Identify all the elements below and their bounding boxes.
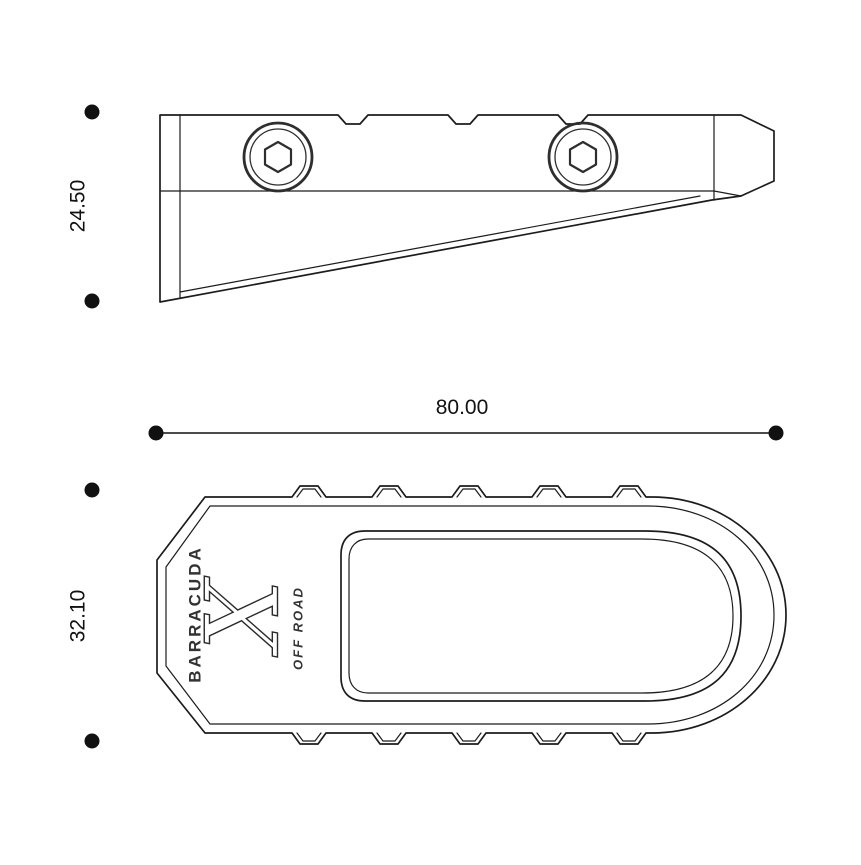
footpeg-inner-outline bbox=[165, 505, 775, 725]
dimension-dot bbox=[84, 104, 100, 120]
dimension-label: 32.10 bbox=[67, 590, 90, 643]
bolt-left-outer-ring bbox=[242, 121, 314, 193]
brand-subtitle-text: OFF ROAD bbox=[290, 586, 305, 670]
side-inner-slope-line bbox=[179, 195, 701, 293]
side-endcap-bevel-line bbox=[713, 190, 742, 197]
dimension-dot bbox=[84, 293, 100, 309]
center-cutout-outline bbox=[340, 530, 742, 702]
dimension-label: 80.00 bbox=[436, 396, 489, 419]
bolt-right bbox=[547, 121, 619, 193]
plan-width-dimension: 80.00 bbox=[148, 396, 784, 441]
brand-name-text: BARRACUDA bbox=[185, 545, 204, 683]
bolt-left-inner-ring bbox=[249, 128, 307, 186]
dimension-label: 24.50 bbox=[67, 180, 90, 233]
side-view-outline bbox=[159, 114, 775, 303]
plan-height-dimension: 32.10 bbox=[67, 482, 100, 749]
dimension-dot bbox=[768, 425, 784, 441]
side-view bbox=[159, 114, 775, 303]
dimension-dot bbox=[148, 425, 164, 441]
dimension-dot bbox=[84, 482, 100, 498]
bolt-left-hex-socket bbox=[263, 140, 293, 174]
dimension-dot bbox=[84, 733, 100, 749]
side-height-dimension: 24.50 bbox=[67, 104, 100, 309]
bolt-right-inner-ring bbox=[554, 128, 612, 186]
brand-x-logo: X bbox=[185, 576, 302, 658]
center-cutout-inner-outline bbox=[348, 538, 734, 694]
plan-view: BARRACUDA X OFF ROAD bbox=[156, 485, 787, 745]
cleat-detail-lines bbox=[296, 488, 642, 742]
bolt-left bbox=[242, 121, 314, 193]
footpeg-outline bbox=[156, 485, 787, 745]
bolt-right-outer-ring bbox=[547, 121, 619, 193]
bolt-right-hex-socket bbox=[568, 140, 598, 174]
